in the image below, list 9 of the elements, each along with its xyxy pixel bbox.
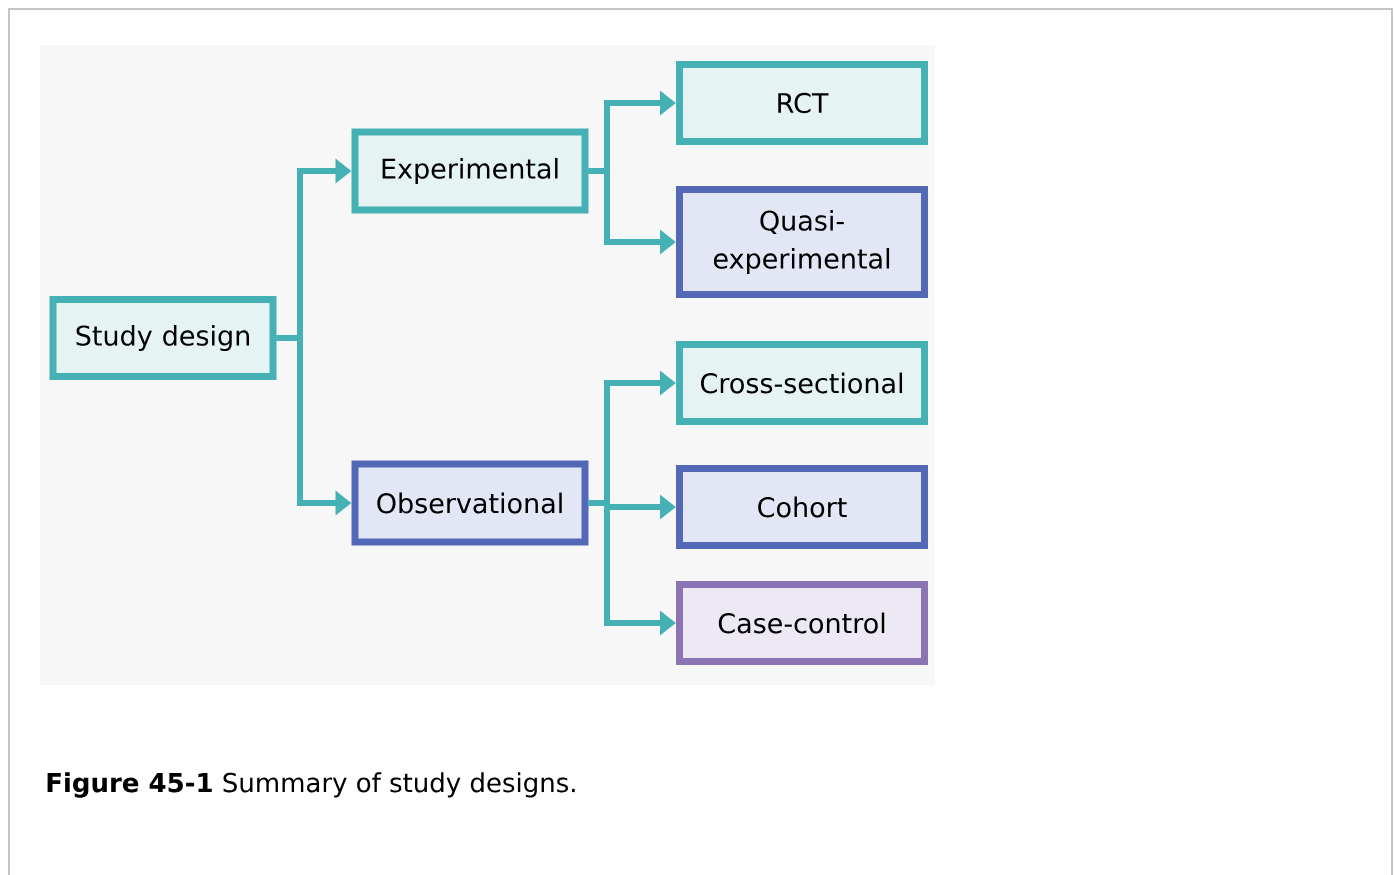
- process-box: Cross-sectional: [676, 341, 928, 425]
- caption: Figure 45-1 Summary of study designs.: [47, 772, 575, 798]
- process-box: Cohort: [676, 465, 928, 549]
- process-box: Observational: [351, 460, 589, 546]
- process-box: Study design: [49, 296, 277, 380]
- process-box: Experimental: [351, 128, 589, 214]
- process-box: RCT: [676, 61, 928, 145]
- process-box: Case-control: [676, 581, 928, 665]
- process-box: Quasi-experimental: [676, 186, 928, 298]
